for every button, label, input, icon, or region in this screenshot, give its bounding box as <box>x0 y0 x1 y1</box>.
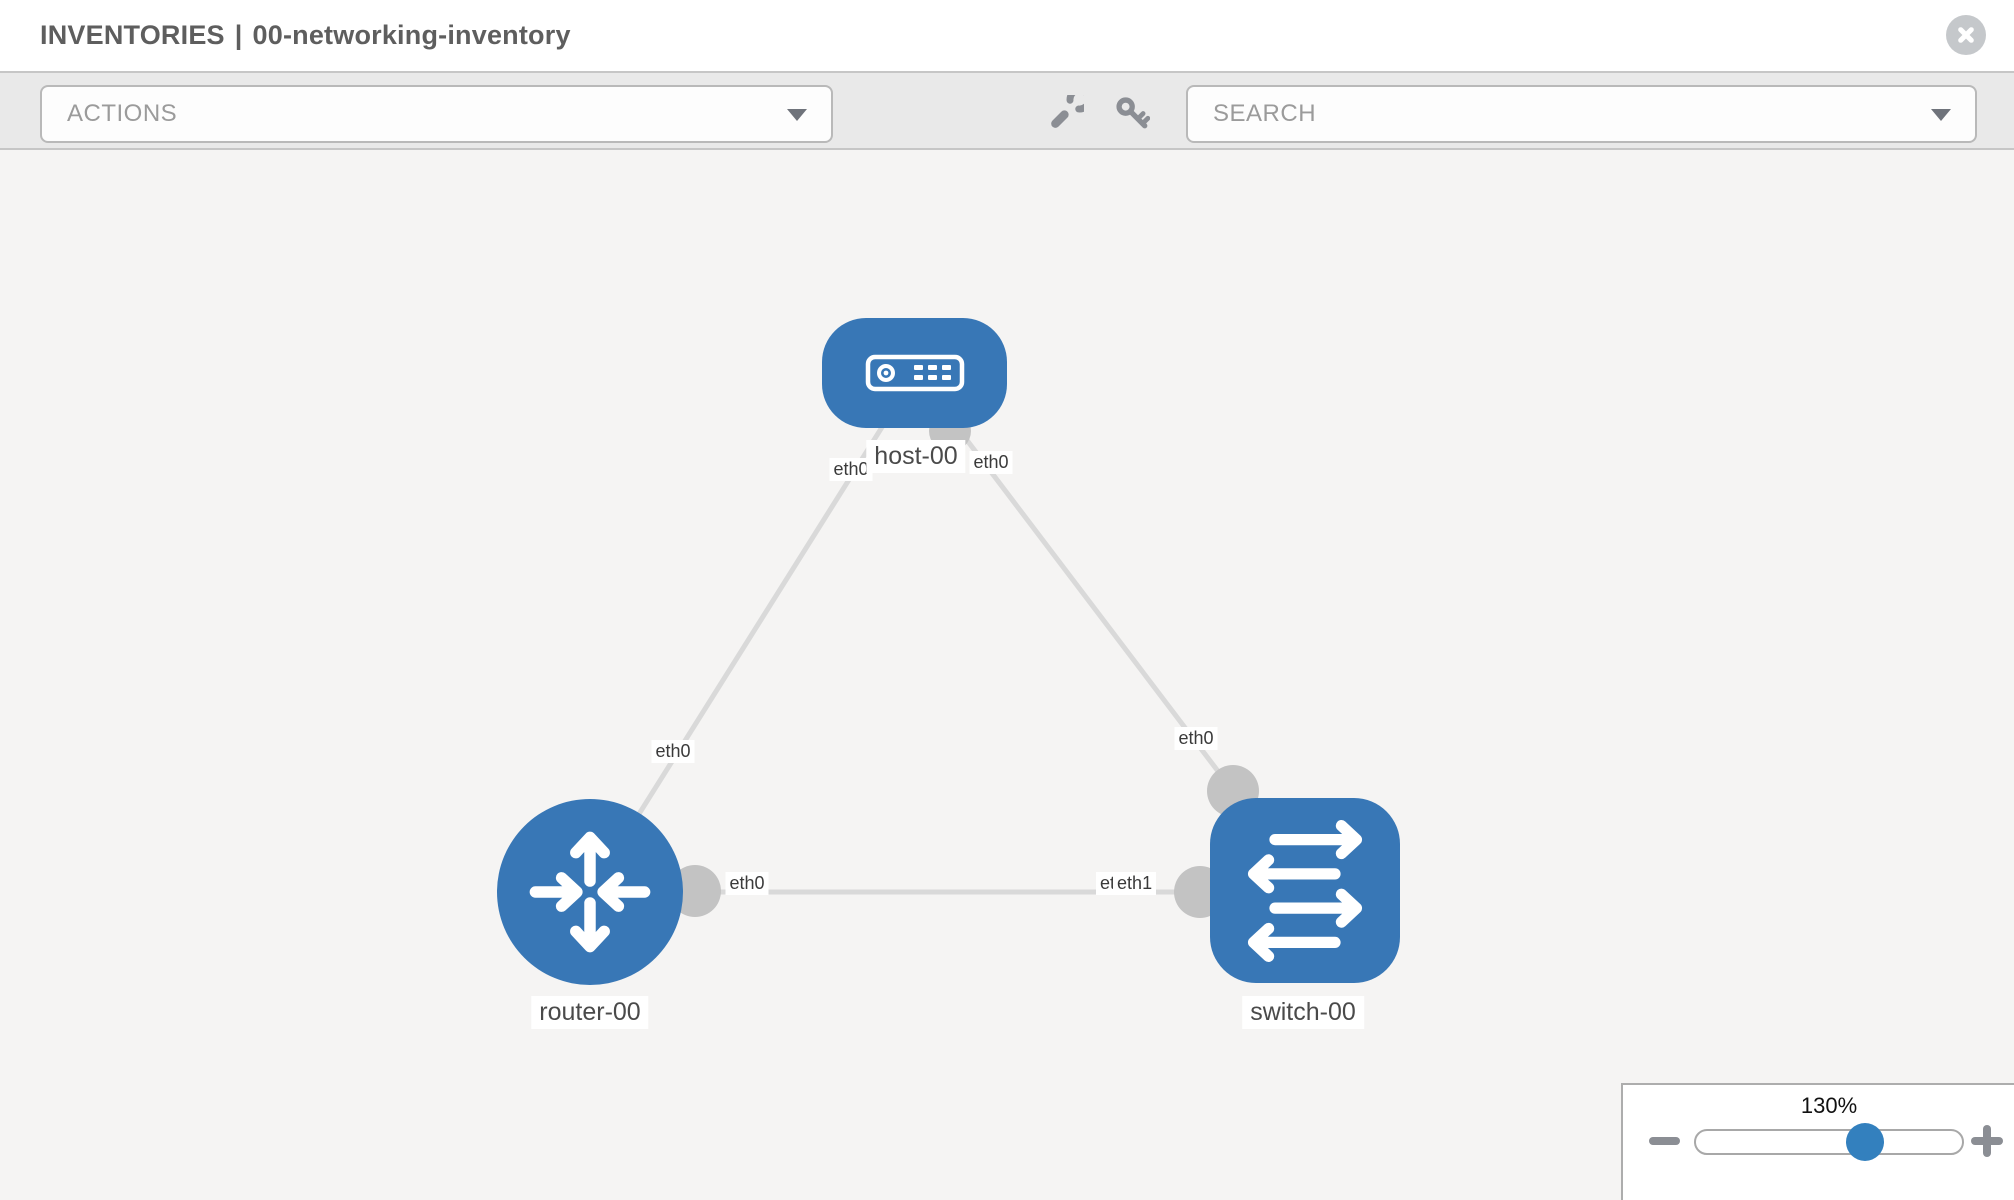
zoom-control-panel: 130% <box>1621 1083 2014 1200</box>
zoom-slider-track[interactable] <box>1694 1129 1964 1155</box>
actions-dropdown[interactable]: ACTIONS <box>40 85 833 143</box>
host-icon <box>865 354 964 392</box>
plus-bar <box>1983 1125 1991 1157</box>
interface-label: eth1 <box>1113 872 1157 895</box>
interface-label: eth0 <box>725 872 769 895</box>
wrench-icon[interactable] <box>1048 95 1084 131</box>
key-icon[interactable] <box>1114 95 1150 131</box>
router-icon <box>529 831 651 953</box>
search-dropdown-label: SEARCH <box>1213 100 1317 127</box>
link-host-switch <box>914 371 1235 793</box>
node-switch-00[interactable] <box>1210 798 1400 983</box>
actions-dropdown-label: ACTIONS <box>67 100 178 127</box>
chevron-down-icon <box>1931 109 1951 121</box>
zoom-out-icon[interactable] <box>1649 1137 1680 1145</box>
breadcrumb-separator: | <box>234 20 243 50</box>
node-label-host-00: host-00 <box>866 440 966 473</box>
interface-label-overlap: eth0 eth1 <box>1096 872 1157 895</box>
interface-label: eth0 <box>1174 727 1218 750</box>
zoom-slider-thumb[interactable] <box>1846 1123 1884 1161</box>
header: INVENTORIES | 00-networking-inventory <box>0 0 2014 71</box>
node-label-router-00: router-00 <box>531 996 649 1029</box>
search-dropdown[interactable]: SEARCH <box>1186 85 1977 143</box>
breadcrumb-section: INVENTORIES <box>40 20 225 50</box>
links-layer <box>587 371 1259 918</box>
switch-icon <box>1247 819 1363 962</box>
interface-label: eth0 <box>829 458 873 481</box>
zoom-level-value: 130% <box>1800 1093 1858 1118</box>
topology-canvas[interactable]: host-00 router-00 switch-00 eth0 eth0 et… <box>0 150 2014 1200</box>
node-host-00[interactable] <box>822 318 1007 428</box>
node-router-00[interactable] <box>497 799 683 985</box>
toolbar: ACTIONS SEARCH <box>0 71 2014 150</box>
inventory-name: 00-networking-inventory <box>252 20 571 50</box>
chevron-down-icon <box>787 109 807 121</box>
interface-label: eth0 <box>969 451 1013 474</box>
interface-label: eth0 <box>651 740 695 763</box>
zoom-in-icon[interactable] <box>1971 1125 2003 1157</box>
close-button[interactable] <box>1946 15 1986 55</box>
node-label-switch-00: switch-00 <box>1242 996 1364 1029</box>
page-title: INVENTORIES | 00-networking-inventory <box>40 0 571 71</box>
